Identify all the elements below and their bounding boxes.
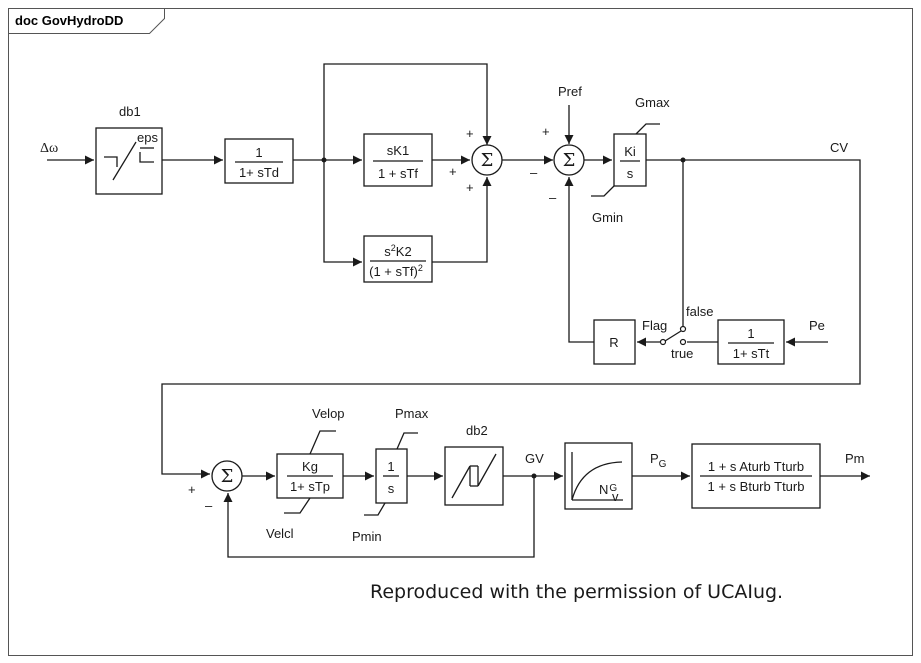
ki-denominator: s (627, 166, 634, 181)
frame-title: doc GovHydroDD (15, 13, 123, 28)
db1-curve-low (104, 156, 118, 167)
velop-label: Velop (312, 406, 345, 421)
k1-block (363, 133, 433, 187)
turbine-denominator: 1 + s Bturb Tturb (708, 479, 805, 494)
summer-3-symbol: Σ (221, 466, 234, 487)
ng-axes (571, 452, 623, 501)
pmin-limit-line (364, 502, 386, 516)
summer-2-minus-bottom: – (549, 190, 557, 205)
delta-omega-label: Δω (40, 141, 58, 156)
gmax-label: Gmax (635, 95, 670, 110)
db1-deadband-block (95, 127, 163, 195)
cv-label: CV (830, 140, 848, 155)
ng-small-mark: v (612, 489, 619, 504)
k2-numerator: s2K2 (384, 243, 411, 259)
k2-block (363, 235, 433, 283)
integrator-numerator: 1 (387, 459, 394, 474)
k1-numerator: sK1 (387, 143, 409, 158)
integrator-denominator: s (388, 481, 395, 496)
switch-flag-label: Flag (642, 318, 667, 333)
kg-min-limit-line (284, 497, 311, 514)
kg-numerator: Kg (302, 459, 318, 474)
pm-label: Pm (845, 451, 865, 466)
gv-feedback-arrow (223, 476, 535, 558)
credit-text: Reproduced with the permission of UCAIug… (370, 581, 783, 603)
db2-curve-right (477, 453, 497, 487)
tt-block (717, 319, 785, 365)
td-block (224, 138, 294, 184)
k1-denominator: 1 + sTf (378, 166, 418, 181)
switch-true-contact (679, 338, 687, 346)
pmin-label: Pmin (352, 529, 382, 544)
summer-2-minus-left: – (530, 165, 538, 180)
summer-1-plus-bottom: + (466, 180, 474, 195)
td-numerator: 1 (255, 145, 262, 160)
ki-min-limit-line (591, 185, 615, 197)
pref-label: Pref (558, 84, 582, 99)
velcl-label: Velcl (266, 526, 294, 541)
switch-false-contact (679, 325, 687, 333)
diagram-frame (8, 8, 913, 656)
pmax-label: Pmax (395, 406, 429, 421)
summer-1-plus-top: + (466, 126, 474, 141)
switch-blade (664, 330, 682, 342)
gv-label: GV (525, 451, 544, 466)
pg-label: PG (650, 451, 667, 470)
kg-denominator: 1+ sTp (290, 479, 330, 494)
switch-common-contact (659, 338, 667, 346)
switch-true-label: true (671, 346, 693, 361)
summer-3-minus: – (205, 498, 213, 513)
switch-false-label: false (686, 304, 713, 319)
gmin-label: Gmin (592, 210, 623, 225)
db2-curve-left (451, 465, 471, 499)
kg-max-limit-line (309, 430, 336, 455)
k2-to-sum1-arrow (432, 177, 492, 263)
tt-numerator: 1 (747, 326, 754, 341)
td-denominator: 1+ sTd (239, 165, 279, 180)
tt-denominator: 1+ sTt (733, 346, 770, 361)
summer-1-symbol: Σ (481, 150, 494, 171)
pmax-limit-line (396, 432, 418, 450)
k2-denominator: (1 + sTf)2 (369, 263, 423, 279)
summer-2-plus-top: + (542, 124, 550, 139)
td-to-k2-arrow (323, 160, 362, 267)
r-to-sum2-arrow (564, 177, 594, 343)
frame-title-tab (8, 8, 165, 34)
summer-3-plus: + (188, 482, 196, 497)
ki-numerator: Ki (624, 144, 636, 159)
db1-curve-high (139, 152, 154, 163)
ki-max-limit-line (635, 123, 660, 135)
pe-label: Pe (809, 318, 825, 333)
turbine-numerator: 1 + s Aturb Tturb (708, 459, 804, 474)
cv-signal-line (161, 159, 861, 479)
db1-label: db1 (119, 104, 141, 119)
ng-label: NG (599, 482, 617, 497)
direct-path-to-sum1 (323, 63, 492, 160)
ng-curve (571, 461, 623, 501)
summer-2-symbol: Σ (563, 150, 576, 171)
db2-label: db2 (466, 423, 488, 438)
db2-deadband-block (444, 446, 504, 506)
summer-1-plus-left: + (449, 164, 457, 179)
db1-eps-label: eps (137, 130, 158, 145)
db1-curve-mid (112, 141, 137, 181)
r-block (593, 319, 636, 365)
ng-nonlinear-block (564, 442, 633, 510)
r-label: R (609, 335, 618, 350)
